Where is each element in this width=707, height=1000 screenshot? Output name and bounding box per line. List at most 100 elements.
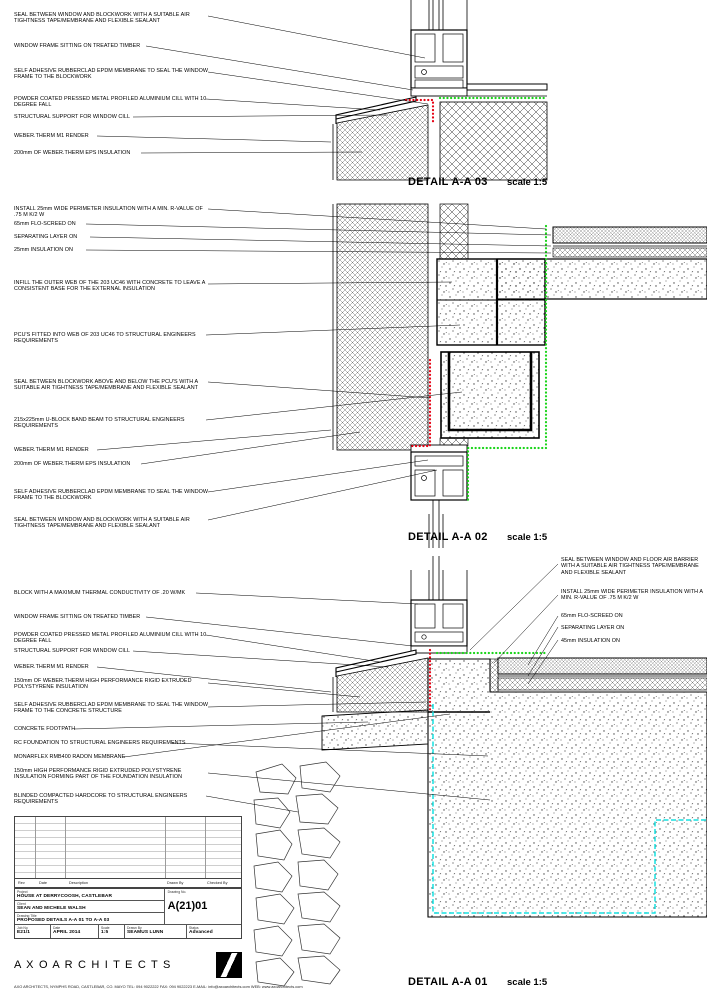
blockwork (439, 101, 548, 181)
job-no-cell: Job No E21/1 (15, 925, 51, 938)
annotation-label: 65mm FLO-SCREED ON (561, 613, 623, 619)
date-cell: Date APRIL 2014 (51, 925, 99, 938)
uc46-concrete-infill (436, 258, 546, 346)
blockwork-upper (439, 203, 469, 260)
seal-line-red (404, 98, 435, 124)
project-row: Project HOUSE AT DERRYCOOSH, CASTLEBAR (15, 889, 164, 901)
annotation-label: SEAL BETWEEN WINDOW AND FLOOR AIR BARRIE… (561, 557, 699, 576)
detail-02-scale: scale 1:5 (507, 532, 548, 543)
drawn-by-value: SEAMUS LUNN (127, 930, 164, 935)
annotation-label: 200mm OF WEBER.THERM EPS INSULATION (14, 150, 131, 156)
drawing-title-label: Drawing Title (17, 914, 37, 918)
annotation-label: POWDER COATED PRESSED METAL PROFILED ALU… (14, 632, 207, 645)
annotation-label: INFILL THE OUTER WEB OF THE 203 UC46 WIT… (14, 280, 206, 293)
annotation-label: SEPARATING LAYER ON (561, 625, 625, 631)
annotation-label: STRUCTURAL SUPPORT FOR WINDOW CILL (14, 648, 131, 654)
client-row: Client SEAN AND MICHELE WALSH (15, 901, 164, 913)
annotation-label: WEBER.THERM M1 RENDER (14, 447, 89, 453)
foundation-insulation-cyan (432, 704, 706, 914)
cill-support-bar (466, 83, 548, 91)
aluminium-cill (335, 649, 417, 673)
treated-timber (410, 87, 468, 97)
u-block-band-beam (440, 351, 540, 439)
flo-screed (497, 657, 707, 675)
annotation-label: SEAL BETWEEN WINDOW AND BLOCKWORK WITH A… (14, 12, 190, 25)
scale-cell: Scale 1:5 (99, 925, 125, 938)
window-section-lines (410, 556, 468, 600)
annotation-label: SELF ADHESIVE RUBBERCLAD EPDM MEMBRANE T… (14, 702, 209, 715)
annotation-label: RC FOUNDATION TO STRUCTURAL ENGINEERS RE… (14, 740, 186, 746)
annotation-label: INSTALL 25mm WIDE PERIMETER INSULATION W… (14, 206, 203, 219)
annotation-label: SEPARATING LAYER ON (14, 234, 78, 240)
seal-line-green (466, 224, 548, 502)
detail-01-drawing (253, 556, 707, 987)
detail-02-title: DETAIL A-A 02 (408, 531, 488, 543)
detail-03-title: DETAIL A-A 03 (408, 176, 488, 188)
project-value: HOUSE AT DERRYCOOSH, CASTLEBAR (17, 894, 113, 899)
seal-line-red (410, 358, 432, 448)
firm-address: AXO ARCHITECTS, NYMPHS ROAD, CASTLEBAR, … (14, 984, 303, 989)
date-value: APRIL 2014 (53, 930, 81, 935)
perimeter-insulation (489, 658, 499, 693)
drawing-title-value: PROPOSED DETAILS A-A 01 TO A-A 03 (17, 918, 110, 923)
job-no-value: E21/1 (17, 930, 31, 935)
scale-label: Scale (101, 926, 110, 930)
drawn-by-cell: Drawn By SEAMUS LUNN (125, 925, 187, 938)
annotation-label: PCU'S FITTED INTO WEB OF 203 UC46 TO STR… (14, 332, 196, 345)
status-cell: Status Advanced (187, 925, 241, 938)
aluminium-cill (335, 96, 417, 120)
drawing-number-value: A(21)01 (167, 900, 208, 912)
annotation-label: WINDOW FRAME SITTING ON TREATED TIMBER (14, 43, 141, 49)
date-col-label: Date (39, 881, 48, 885)
detail-01-title: DETAIL A-A 01 (408, 976, 488, 988)
revision-table (14, 816, 242, 879)
drawing-title-row: Drawing Title PROPOSED DETAILS A-A 01 TO… (15, 913, 164, 925)
annotation-label: 45mm INSULATION ON (561, 638, 620, 644)
status-value: Advanced (189, 930, 213, 935)
detail-03-scale: scale 1:5 (507, 177, 548, 188)
floor-insulation (552, 247, 707, 258)
annotation-label: SEAL BETWEEN WINDOW AND BLOCKWORK WITH A… (14, 517, 190, 530)
annotation-label: WEBER.THERM M1 RENDER (14, 133, 89, 139)
detail-03-drawing (332, 0, 548, 181)
floor-insulation (497, 677, 707, 691)
treated-timber (410, 645, 468, 654)
window-frame (410, 599, 468, 647)
annotation-label: 200mm OF WEBER.THERM EPS INSULATION (14, 461, 131, 467)
annotation-label: BLINDED COMPACTED HARDCORE TO STRUCTURAL… (14, 793, 188, 806)
annotation-label: SELF ADHESIVE RUBBERCLAD EPDM MEMBRANE T… (14, 489, 209, 502)
flo-screed (552, 226, 707, 244)
drawn-by-label: Drawn By (127, 926, 142, 930)
drawing-number-cell: Drawing No. A(21)01 (163, 889, 241, 925)
drawing-number-label: Drawing No. (167, 890, 187, 894)
annotation-label: 65mm FLO-SCREED ON (14, 221, 76, 227)
annotation-label: INSTALL 25mm WIDE PERIMETER INSULATION W… (561, 589, 703, 602)
drawn-col-label: Drawn By (167, 881, 184, 885)
concrete-footpath (321, 709, 429, 751)
annotation-label: MONARFLEX RMB400 RADON MEMBRANE (14, 754, 126, 760)
firm-name: A X O A R C H I T E C T S (14, 959, 172, 971)
eps-insulation (336, 104, 429, 181)
detail-02-drawing (332, 203, 707, 548)
annotation-label: WEBER.THERM M1 RENDER (14, 664, 89, 670)
firm-row: A X O A R C H I T E C T S (14, 952, 242, 978)
title-block: Project HOUSE AT DERRYCOOSH, CASTLEBAR C… (14, 888, 242, 939)
annotation-label: POWDER COATED PRESSED METAL PROFILED ALU… (14, 96, 207, 109)
window-section-lines (428, 500, 444, 548)
window-frame (410, 29, 468, 89)
annotation-label: STRUCTURAL SUPPORT FOR WINDOW CILL (14, 114, 131, 120)
annotation-label: 215x225mm U-BLOCK BAND BEAM TO STRUCTURA… (14, 417, 185, 430)
annotation-label: SEAL BETWEEN BLOCKWORK ABOVE AND BELOW T… (14, 379, 198, 392)
axo-logo (216, 952, 242, 978)
annotation-label: 25mm INSULATION ON (14, 247, 73, 253)
leader-lines (73, 15, 559, 813)
scale-value: 1:5 (101, 930, 109, 935)
detail-01-scale: scale 1:5 (507, 977, 548, 988)
annotation-label: SELF ADHESIVE RUBBERCLAD EPDM MEMBRANE T… (14, 68, 209, 81)
status-label: Status (189, 926, 199, 930)
window-frame (410, 451, 468, 501)
annotation-label: 150mm OF WEBER.THERM HIGH PERFORMANCE RI… (14, 678, 192, 691)
checked-col-label: Checked By (207, 881, 228, 885)
rev-col-label: Rev (18, 881, 25, 885)
